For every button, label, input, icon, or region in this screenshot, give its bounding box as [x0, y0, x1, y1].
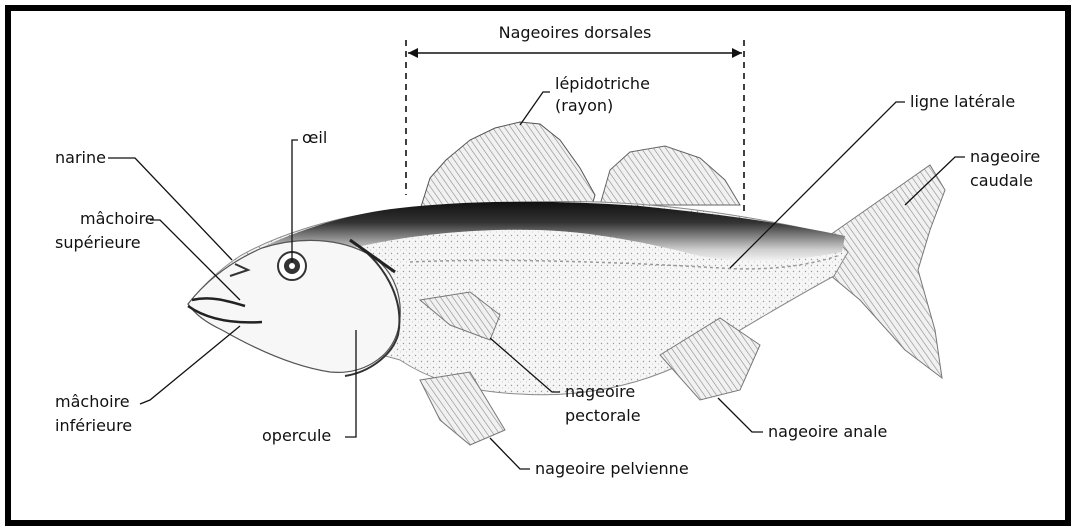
label-opercule: opercule [262, 426, 331, 445]
label-machoire-sup-2: supérieure [55, 233, 141, 252]
label-machoire-sup-1: mâchoire [80, 209, 155, 228]
dorsal-fins-title: Nageoires dorsales [499, 23, 652, 42]
label-lepidotriche-2: (rayon) [555, 96, 613, 115]
label-machoire-inf-2: inférieure [55, 416, 132, 435]
label-nageoire-pectorale-1: nageoire [565, 382, 635, 401]
label-nageoire-pelvienne: nageoire pelvienne [535, 459, 689, 478]
label-lepidotriche-1: lépidotriche [555, 74, 650, 93]
label-nageoire-caudale-2: caudale [970, 171, 1033, 190]
label-machoire-inf-1: mâchoire [55, 392, 130, 411]
label-nageoire-anale: nageoire anale [768, 422, 887, 441]
label-narine: narine [55, 148, 106, 167]
label-nageoire-caudale-1: nageoire [970, 147, 1040, 166]
label-ligne-laterale: ligne latérale [910, 92, 1015, 111]
label-oeil: œil [302, 128, 327, 147]
label-nageoire-pectorale-2: pectorale [565, 406, 641, 425]
